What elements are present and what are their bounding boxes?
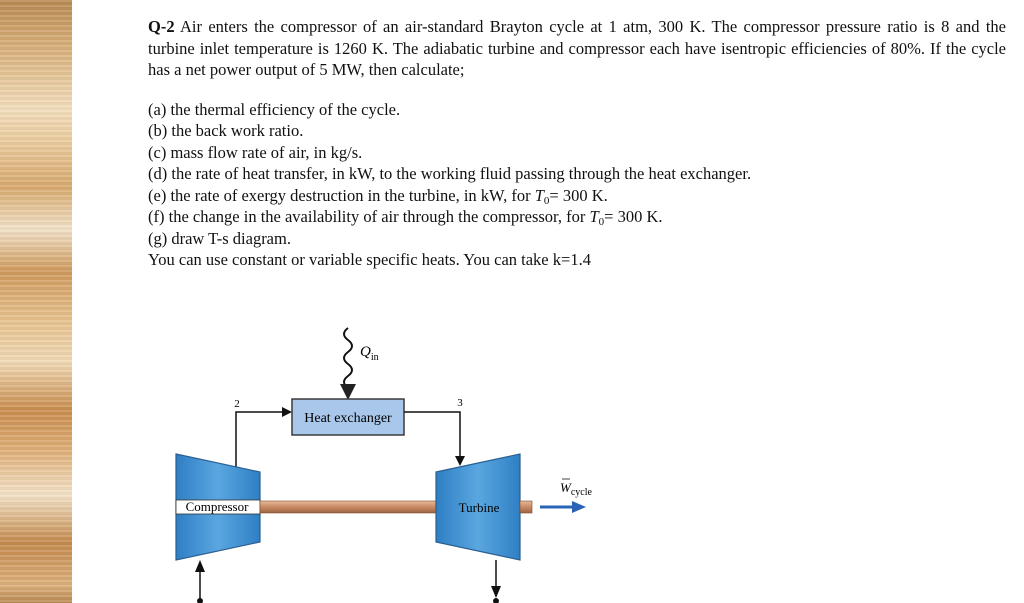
- flow-line-3: [404, 411, 461, 458]
- problem-text: Q-2 Air enters the compressor of an air-…: [148, 16, 1006, 271]
- part-f: (f) the change in the availability of ai…: [148, 207, 663, 228]
- shaft: [259, 500, 437, 514]
- side-photo-strip: [0, 0, 72, 603]
- state-2-label: 2: [234, 398, 240, 410]
- heat-exchanger-box: [291, 398, 405, 436]
- part-g: (g) draw T-s diagram.: [148, 228, 291, 248]
- q-in-label: Qin: [360, 344, 379, 363]
- statement-text: Air enters the compressor of an air-stan…: [148, 17, 1006, 79]
- w-cycle-label: Wcycle: [560, 480, 592, 498]
- turbine-label: Turbine: [459, 500, 500, 515]
- flow-line-2: [235, 411, 284, 468]
- parts-list: (a) the thermal efficiency of the cycle.…: [148, 99, 1006, 250]
- compressor-label: Compressor: [186, 499, 250, 514]
- part-e: (e) the rate of exergy destruction in th…: [148, 185, 608, 207]
- part-d: (d) the rate of heat transfer, in kW, to…: [148, 164, 752, 183]
- heat-exchanger-label: Heat exchanger: [304, 411, 392, 426]
- part-c: (c) mass flow rate of air, in kg/s.: [148, 142, 363, 162]
- heat-input-wavy-arrow: [343, 327, 353, 389]
- state-3-label: 3: [457, 397, 463, 409]
- brayton-cycle-diagram: Qin Heat exchanger 2 3 Compressor Turbin…: [175, 327, 592, 603]
- note-text: You can use constant or variable specifi…: [148, 250, 591, 269]
- question-number: Q-2: [148, 17, 175, 36]
- problem-statement: Q-2 Air enters the compressor of an air-…: [148, 16, 1006, 81]
- turbine-shape: [435, 453, 521, 561]
- part-a: (a) the thermal efficiency of the cycle.: [148, 99, 401, 119]
- part-b: (b) the back work ratio.: [148, 121, 304, 140]
